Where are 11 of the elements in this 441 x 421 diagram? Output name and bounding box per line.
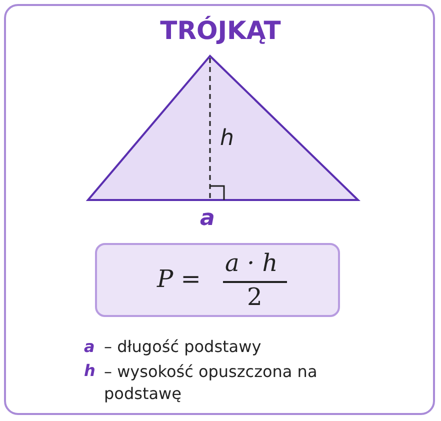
height-label: h bbox=[220, 126, 234, 151]
title: TRÓJKĄT bbox=[159, 16, 282, 45]
base-label: a bbox=[200, 206, 215, 231]
variable-label: h bbox=[84, 361, 96, 380]
numerator: a · h bbox=[225, 249, 278, 277]
variable-label: a bbox=[84, 337, 95, 356]
legend-text: – długość podstawy bbox=[104, 337, 262, 356]
denominator: 2 bbox=[247, 283, 262, 311]
formula-box bbox=[95, 243, 340, 317]
formula-text: P = bbox=[157, 265, 201, 293]
legend-text: – wysokość opuszczona na podstawę bbox=[104, 361, 318, 405]
